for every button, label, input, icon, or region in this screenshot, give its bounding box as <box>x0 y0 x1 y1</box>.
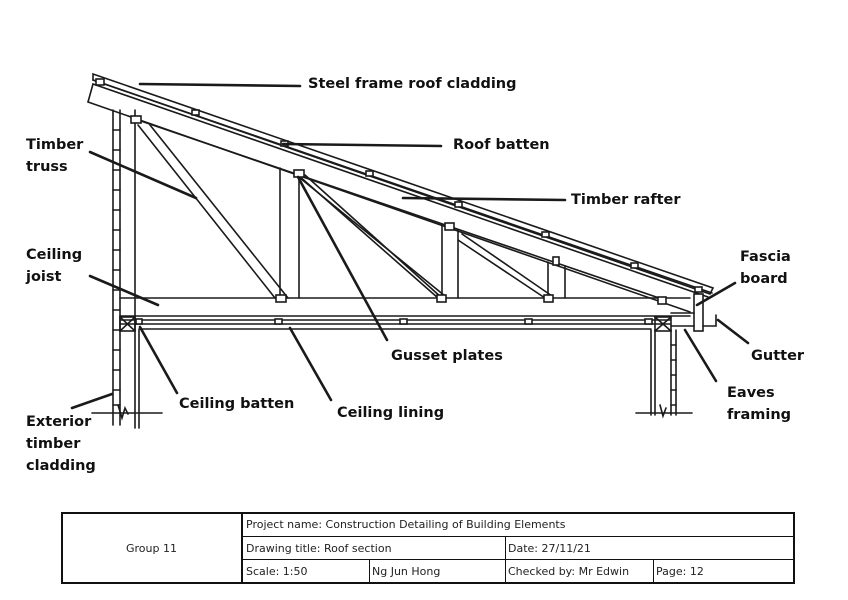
truss-top-chord <box>134 118 666 301</box>
date: Date: 27/11/21 <box>508 541 591 555</box>
scale: Scale: 1:50 <box>246 565 308 578</box>
group-cell: Group 11 <box>62 513 243 583</box>
label-ceiling-lining: Ceiling lining <box>337 405 445 421</box>
label-timber-rafter: Timber rafter <box>571 192 681 208</box>
label-timber-truss: Timber truss <box>26 137 84 175</box>
drawing-title: Drawing title: Roof section <box>246 541 392 555</box>
group-name: Group 11 <box>126 541 177 555</box>
author: Ng Jun Hong <box>372 565 441 578</box>
label-fascia-board: Fascia board <box>740 249 791 287</box>
label-gutter: Gutter <box>751 348 805 364</box>
drawing-title-cell: Drawing title: Roof section <box>242 536 506 560</box>
label-ceiling-joist: Ceiling joist <box>26 247 83 285</box>
scale-cell: Scale: 1:50 <box>242 559 370 583</box>
date-cell: Date: 27/11/21 <box>504 536 795 560</box>
ceiling-joist <box>119 297 691 317</box>
checked-by: Checked by: Mr Edwin <box>508 565 630 578</box>
project-name: Project name: Construction Detailing of … <box>246 518 566 531</box>
leader-lines <box>70 82 750 410</box>
fascia-board <box>693 293 704 332</box>
timber-truss-webs <box>137 124 566 299</box>
checked-by-cell: Checked by: Mr Edwin <box>504 559 654 583</box>
wall-plate-right <box>654 316 672 332</box>
project-name-cell: Project name: Construction Detailing of … <box>242 513 795 537</box>
label-eaves-framing: Eaves framing <box>727 385 792 423</box>
ceiling-lining <box>119 319 671 330</box>
ceiling-battens <box>135 318 653 325</box>
eaves-framing <box>670 312 695 327</box>
author-cell: Ng Jun Hong <box>368 559 506 583</box>
gutter <box>702 314 717 327</box>
exterior-wall-right <box>635 329 693 419</box>
label-gusset-plates: Gusset plates <box>391 348 503 364</box>
title-block: Group 11 Project name: Construction Deta… <box>61 512 795 584</box>
gusset-plates <box>130 115 667 305</box>
label-ceiling-batten: Ceiling batten <box>179 396 295 412</box>
label-steel-roof-cladding: Steel frame roof cladding <box>308 76 517 92</box>
exterior-wall-left <box>91 109 163 429</box>
label-exterior-timber-cladding: Exterior timber cladding <box>26 414 96 474</box>
page-number: Page: 12 <box>656 565 704 578</box>
label-roof-batten: Roof batten <box>453 137 550 153</box>
wall-plate-left <box>119 316 136 332</box>
page-cell: Page: 12 <box>652 559 795 583</box>
